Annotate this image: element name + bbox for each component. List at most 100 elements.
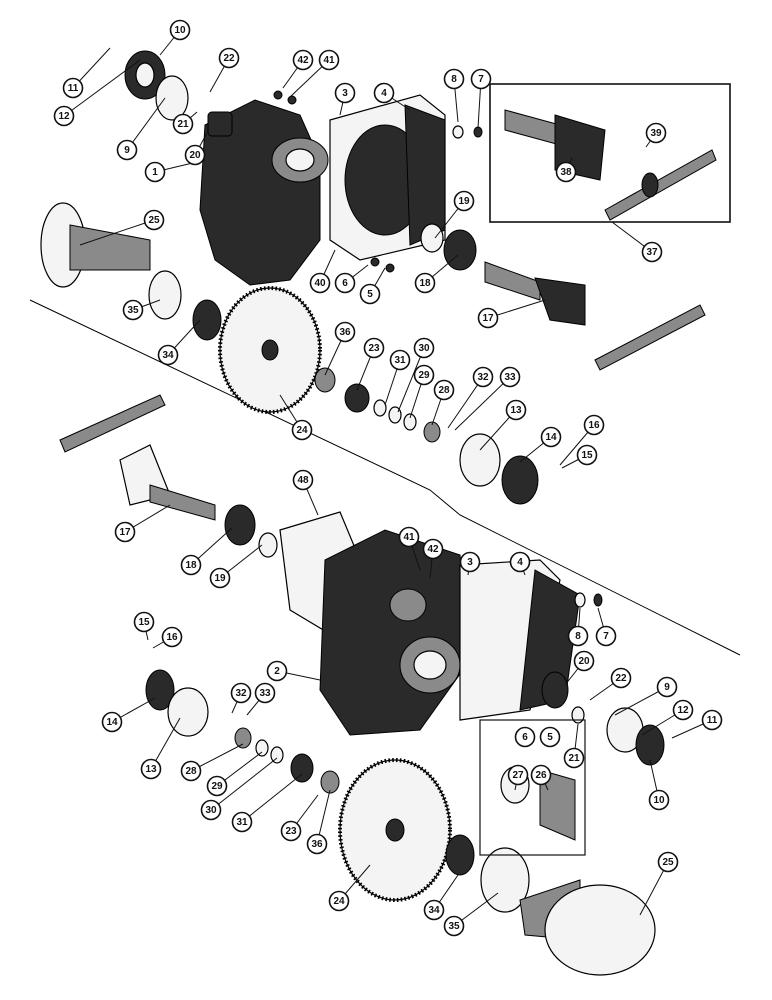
- callout-number: 19: [458, 196, 470, 207]
- callout-upper-33: 33: [499, 366, 521, 388]
- callout-circle: [459, 551, 481, 573]
- callout-number: 25: [662, 857, 674, 868]
- callout-number: 34: [162, 350, 174, 361]
- callout-number: 33: [259, 688, 271, 699]
- callout-lower-28: 28: [180, 760, 202, 782]
- callout-lower-26: 26: [530, 764, 552, 786]
- callout-circle: [563, 747, 585, 769]
- callout-number: 15: [138, 617, 150, 628]
- callout-lower-27: 27: [507, 764, 529, 786]
- inset-shaft-gear: [504, 109, 606, 181]
- callout-lower-13: 13: [140, 758, 162, 780]
- callout-circle: [583, 414, 605, 436]
- callout-number: 5: [547, 732, 553, 743]
- leader-line-upper-25: [79, 219, 155, 246]
- callout-inset-37: 37: [641, 241, 663, 263]
- callout-number: 39: [650, 128, 662, 139]
- callout-number: 13: [510, 405, 522, 416]
- callout-circle: [180, 760, 202, 782]
- callout-circle: [292, 49, 314, 71]
- callout-lower-32: 32: [230, 682, 252, 704]
- callout-number: 21: [177, 119, 189, 130]
- lower-output-parts: [445, 719, 656, 976]
- callout-circle: [209, 567, 231, 589]
- callout-lower-35: 35: [443, 915, 465, 937]
- callout-lower-34: 34: [423, 899, 445, 921]
- upper-shaft-parts: [314, 367, 539, 505]
- callout-upper-13: 13: [505, 399, 527, 421]
- callout-circle: [389, 349, 411, 371]
- callout-upper-40: 40: [309, 272, 331, 294]
- callout-number: 16: [166, 632, 178, 643]
- callout-lower-19: 19: [209, 567, 231, 589]
- callout-circle: [540, 426, 562, 448]
- callout-circle: [701, 709, 723, 731]
- callout-circle: [334, 272, 356, 294]
- callout-circle: [53, 105, 75, 127]
- callout-number: 29: [418, 370, 430, 381]
- callout-lower-6: 6: [514, 726, 536, 748]
- callout-number: 23: [285, 826, 297, 837]
- callout-circle: [433, 379, 455, 401]
- upper-output-flange: [40, 202, 222, 341]
- callout-number: 32: [477, 372, 489, 383]
- callout-upper-10: 10: [169, 19, 191, 41]
- callout-upper-20: 20: [184, 144, 206, 166]
- callout-circle: [334, 82, 356, 104]
- callout-upper-6: 6: [334, 272, 356, 294]
- callout-circle: [373, 82, 395, 104]
- upper-housing: [199, 94, 446, 286]
- callout-number: 24: [296, 425, 308, 436]
- callout-lower-41: 41: [398, 526, 420, 548]
- callout-upper-19: 19: [453, 190, 475, 212]
- callout-number: 32: [235, 688, 247, 699]
- callout-circle: [184, 144, 206, 166]
- callout-upper-35: 35: [122, 299, 144, 321]
- callout-number: 8: [575, 631, 581, 642]
- callout-lower-30: 30: [200, 799, 222, 821]
- callout-number: 37: [646, 247, 658, 258]
- leader-line-upper-12: [63, 59, 141, 117]
- free-shaft-right: [594, 304, 706, 371]
- callout-lower-2: 2: [266, 660, 288, 682]
- callout-lower-42: 42: [422, 538, 444, 560]
- callout-upper-22: 22: [218, 47, 240, 69]
- callout-number: 48: [297, 475, 309, 486]
- callout-number: 4: [517, 557, 523, 568]
- callout-circle: [555, 161, 577, 183]
- callout-circle: [62, 77, 84, 99]
- callout-upper-36: 36: [334, 321, 356, 343]
- callout-lower-11: 11: [701, 709, 723, 731]
- callout-lower-20: 20: [573, 650, 595, 672]
- callout-circle: [114, 521, 136, 543]
- callout-number: 17: [482, 313, 494, 324]
- callout-circle: [413, 364, 435, 386]
- upper-bearing-cap-left: [124, 50, 233, 137]
- callout-circle: [280, 820, 302, 842]
- callout-upper-9: 9: [116, 139, 138, 161]
- callout-number: 22: [615, 673, 627, 684]
- callout-number: 22: [223, 53, 235, 64]
- callout-circle: [291, 419, 313, 441]
- callout-number: 35: [127, 305, 139, 316]
- callout-number: 33: [504, 372, 516, 383]
- callout-circle: [477, 307, 499, 329]
- callout-lower-14: 14: [101, 711, 123, 733]
- leader-line-upper-32: [447, 376, 484, 429]
- callout-number: 41: [323, 55, 335, 66]
- callout-circle: [161, 626, 183, 648]
- leader-line-upper-9: [126, 97, 166, 151]
- callout-circle: [200, 799, 222, 821]
- inset-splined-shaft: [604, 149, 717, 221]
- callout-number: 17: [119, 527, 131, 538]
- callout-circle: [101, 711, 123, 733]
- callout-lower-36: 36: [306, 833, 328, 855]
- callout-upper-5: 5: [359, 283, 381, 305]
- callout-number: 38: [560, 167, 572, 178]
- callout-lower-29: 29: [206, 775, 228, 797]
- callout-number: 14: [545, 432, 557, 443]
- callout-number: 11: [68, 83, 79, 94]
- callout-circle: [509, 551, 531, 573]
- callout-circle: [422, 538, 444, 560]
- lower-inset-box: [479, 719, 586, 856]
